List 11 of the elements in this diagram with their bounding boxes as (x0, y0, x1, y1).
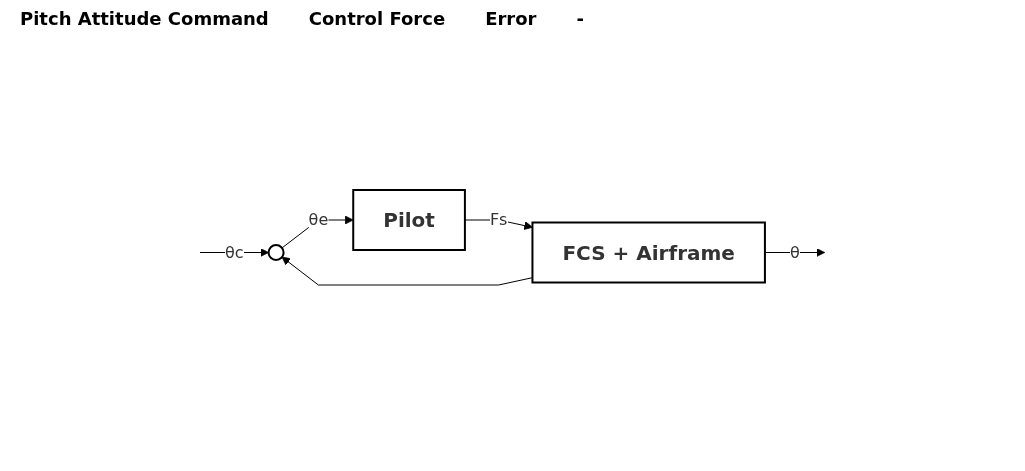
signal-label: Control Force (308, 8, 446, 29)
node-box: FCS + Airframe (531, 221, 767, 283)
edge-label: θe (308, 209, 329, 229)
edge-label: Fs (490, 209, 508, 229)
signal-label: Pitch Attitude Command (20, 8, 269, 29)
edge-label: θc (225, 242, 244, 261)
node-circle (267, 243, 285, 261)
edge-label: θ (790, 242, 800, 261)
node-box: Pilot (352, 188, 467, 251)
signal-label: Error (485, 8, 537, 29)
signal-label: - (576, 8, 584, 29)
